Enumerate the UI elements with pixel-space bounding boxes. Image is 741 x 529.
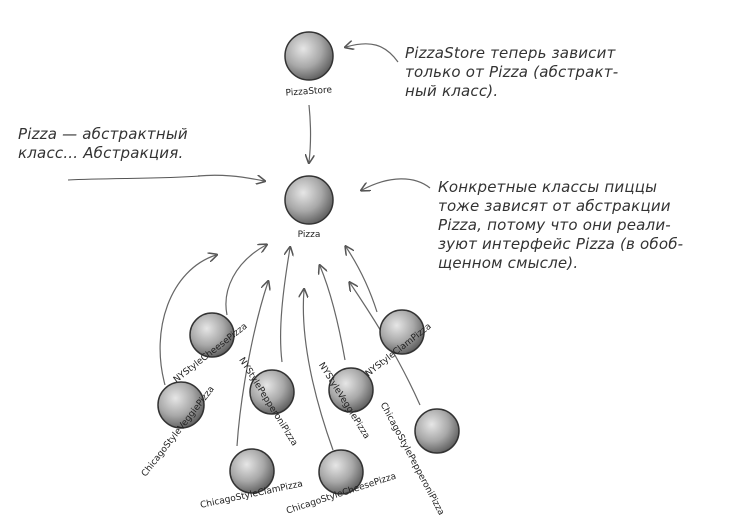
node-pizza: Pizza: [284, 175, 334, 240]
note-concrete-classes: Конкретные классы пиццы тоже зависят от …: [438, 178, 684, 272]
arrow-ny-veggie-to-pizza: [320, 266, 346, 361]
note-pizza-abstract: Pizza — абстрактный класс... Абстракция.: [18, 125, 188, 162]
arrow-note-concrete-to-pizza: [362, 178, 431, 190]
chicago-veggie-ball: [157, 381, 205, 429]
pizzastore-label: PizzaStore: [285, 85, 333, 98]
arrow-note-store-to-pizzastore: [346, 44, 399, 63]
arrow-note-pizza-to-pizza: [197, 174, 264, 181]
node-ny-veggie: NYStyleVeggiePizza: [316, 361, 374, 441]
chicago-cheese-ball: [318, 449, 364, 495]
note-underline: [67, 175, 201, 181]
arrow-chicago-cheese-to-pizza: [303, 290, 334, 451]
arrow-ny-clam-to-pizza: [346, 247, 378, 313]
ny-clam-ball: [379, 309, 425, 355]
pizzastore-ball: [284, 31, 334, 81]
pizza-label: Pizza: [298, 230, 321, 240]
arrow-chicago-veggie-to-pizza: [159, 255, 216, 386]
node-chicago-pepperoni: ChicagoStylePepperoniPizza: [378, 401, 460, 517]
chicago-pepperoni-ball: [414, 408, 460, 454]
node-chicago-clam: ChicagoStyleClamPizza: [199, 448, 304, 511]
ny-veggie-ball: [328, 367, 374, 413]
note-pizzastore-depends: PizzaStore теперь зависит только от Pizz…: [405, 44, 619, 100]
arrow-pizzastore-to-pizza: [309, 104, 311, 162]
node-pizzastore: PizzaStore: [284, 31, 334, 99]
node-chicago-veggie: ChicagoStyleVeggiePizza: [140, 381, 217, 479]
arrow-ny-cheese-to-pizza: [225, 245, 266, 316]
arrow-chicago-clam-to-pizza: [236, 282, 268, 447]
chicago-clam-ball: [229, 448, 275, 494]
node-ny-pepperoni: NYStylePepperoniPizza: [236, 356, 299, 448]
pizza-ball: [284, 175, 334, 225]
ny-pepperoni-ball: [249, 369, 295, 415]
node-ny-cheese: NYStyleCheesePizza: [172, 312, 250, 385]
ny-cheese-ball: [189, 312, 235, 358]
arrow-ny-pepperoni-to-pizza: [279, 248, 290, 363]
